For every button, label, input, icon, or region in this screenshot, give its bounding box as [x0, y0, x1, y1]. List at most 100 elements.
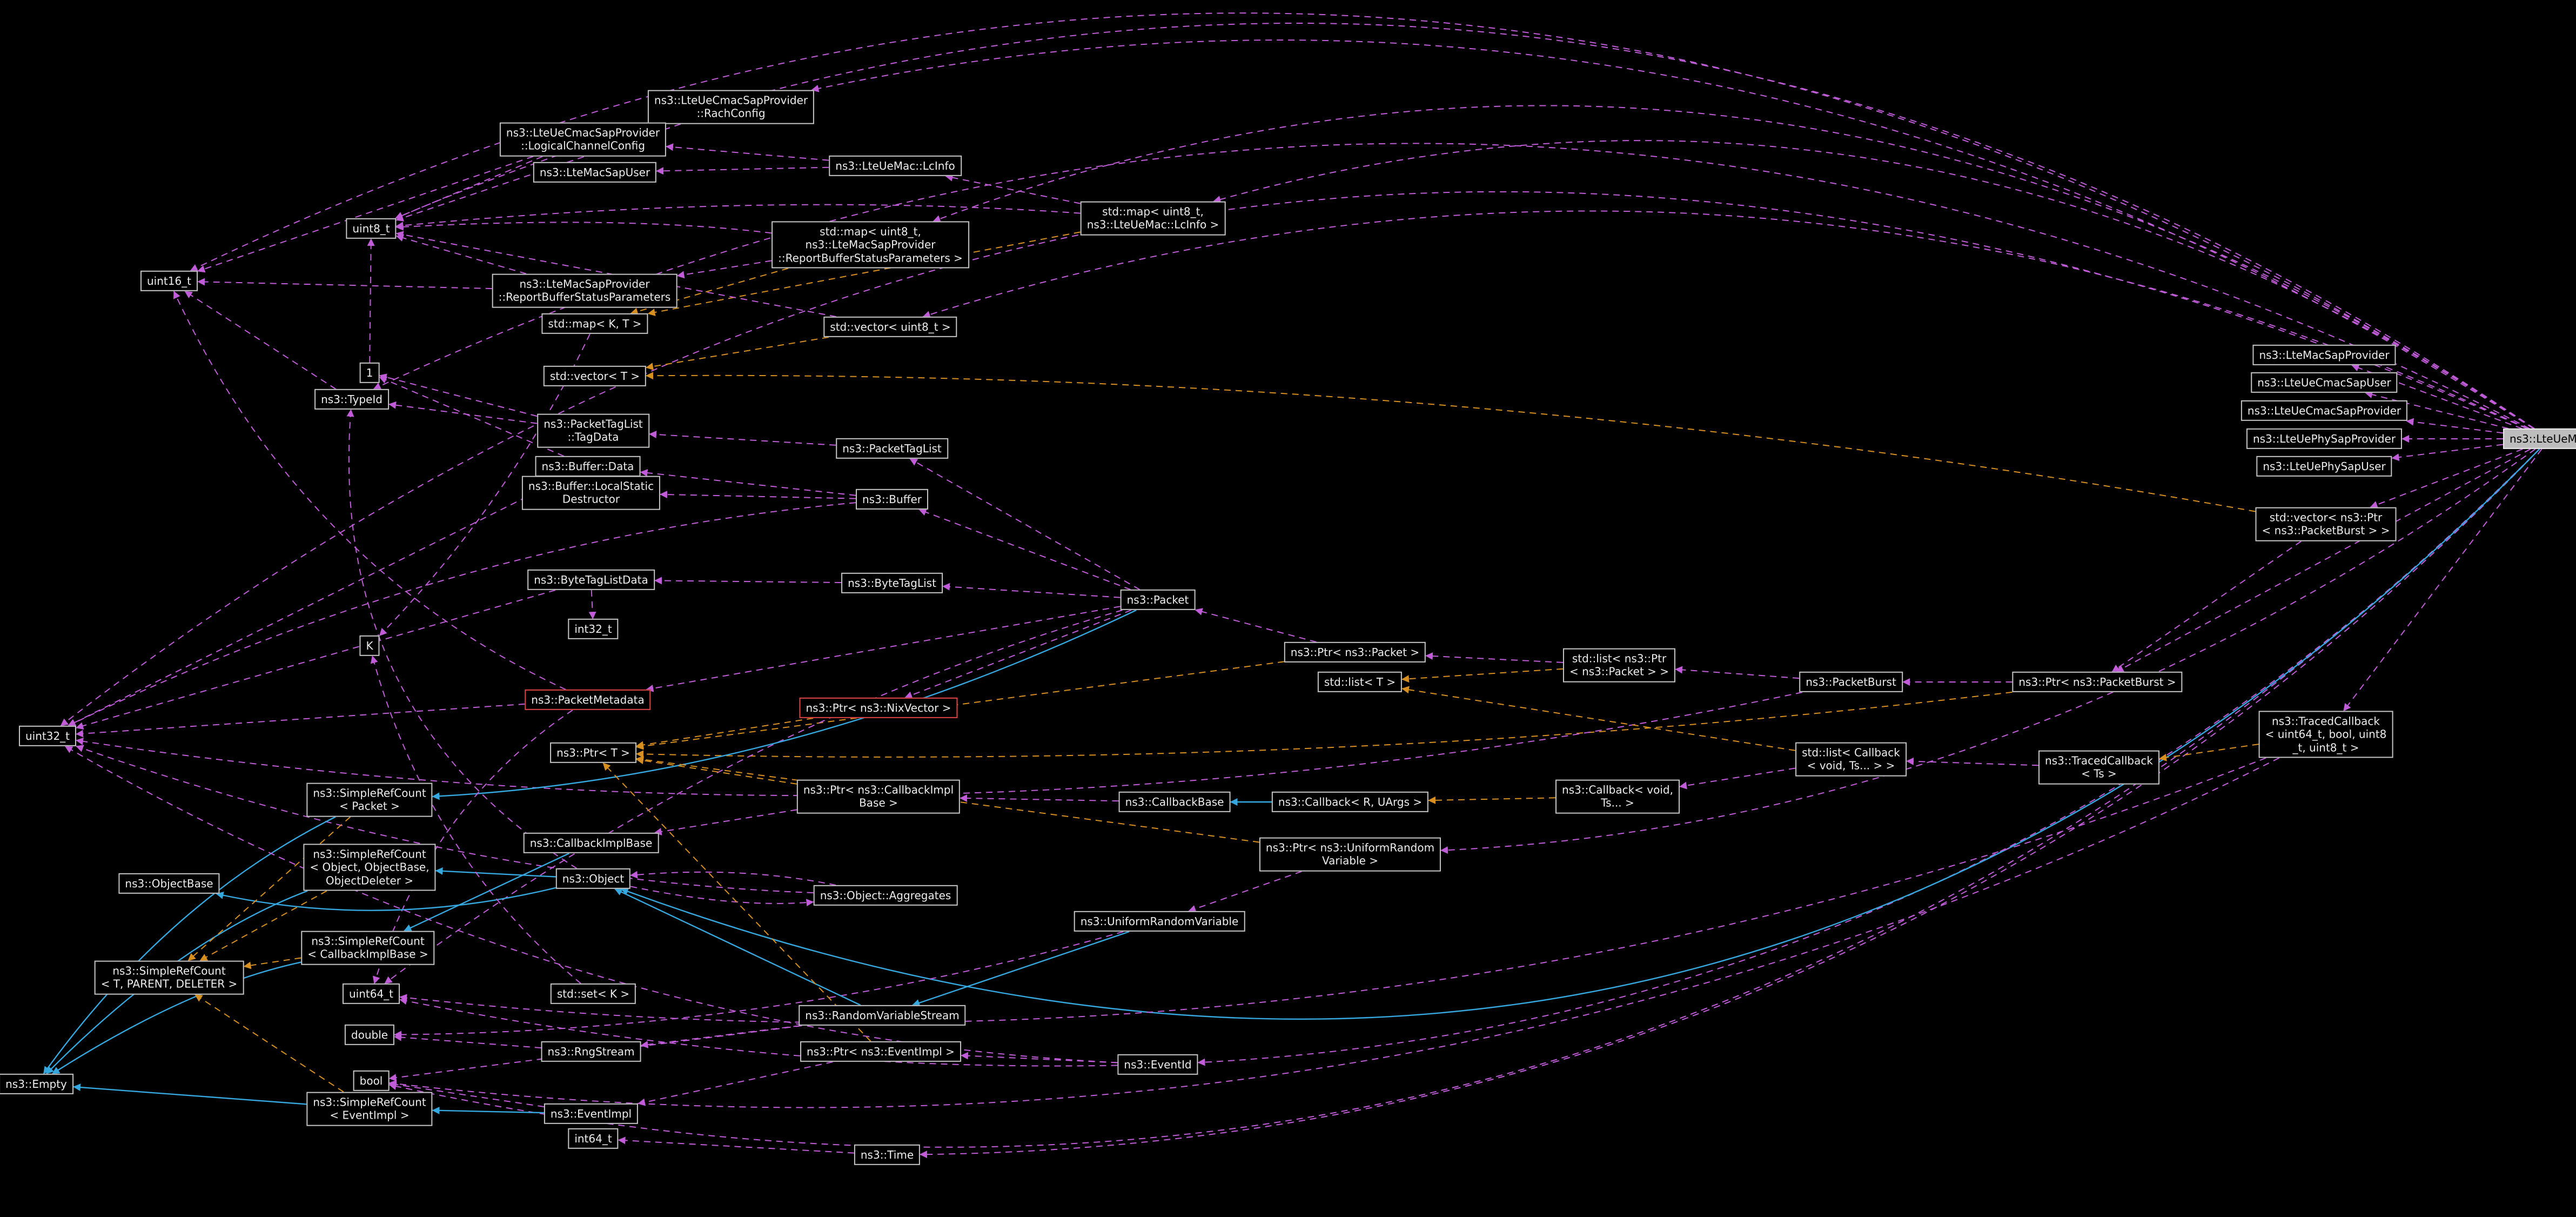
node-ptr-nixvector[interactable]: ns3::Ptr< ns3::NixVector > — [799, 697, 958, 719]
node-tracedcallback-specific[interactable]: ns3::TracedCallback < uint64_t, bool, ui… — [2258, 711, 2393, 758]
node-ptr-packetburst[interactable]: ns3::Ptr< ns3::PacketBurst > — [2012, 671, 2183, 693]
edge-packet-buffer — [918, 509, 1131, 590]
edge-src-packet-empty — [43, 816, 336, 1074]
edge-tracedcallback-ts-list-callback — [1906, 757, 2039, 766]
edge-one-uint8_t — [367, 238, 375, 363]
node-map-rbsp[interactable]: std::map< uint8_t, ns3::LteMacSapProvide… — [772, 221, 969, 269]
edge-map-lcinfo-uint8_t — [395, 204, 1081, 230]
node-lte-mac-sap-user-left[interactable]: ns3::LteMacSapUser — [533, 162, 657, 183]
node-src-eventimpl[interactable]: ns3::SimpleRefCount < EventImpl > — [306, 1092, 433, 1126]
node-callback-r-uargs[interactable]: ns3::Callback< R, UArgs > — [1271, 791, 1429, 813]
edge-eventimpl-src-eventimpl — [432, 1106, 545, 1114]
node-src-tpd[interactable]: ns3::SimpleRefCount < T, PARENT, DELETER… — [94, 960, 244, 995]
edge-buffer-data-one — [379, 376, 564, 457]
node-rngstream[interactable]: ns3::RngStream — [541, 1041, 641, 1062]
node-lte-ue-cmac-sap-provider[interactable]: ns3::LteUeCmacSapProvider — [2240, 400, 2408, 422]
edge-callbackbase-ptr-callbackimplbase — [960, 794, 1119, 803]
node-ptr-callbackimplbase[interactable]: ns3::Ptr< ns3::CallbackImpl Base > — [796, 779, 961, 814]
node-object[interactable]: ns3::Object — [555, 868, 631, 890]
edge-object-src-object — [435, 867, 556, 878]
node-uint32_t[interactable]: uint32_t — [18, 725, 77, 747]
node-time[interactable]: ns3::Time — [854, 1144, 921, 1166]
node-src-packet[interactable]: ns3::SimpleRefCount < Packet > — [306, 783, 433, 817]
node-urv[interactable]: ns3::UniformRandomVariable — [1074, 911, 1245, 932]
edge-lcinfo-lte-mac-sap-user-left — [656, 166, 829, 175]
edge-packetmetadata-uint32_t — [76, 703, 525, 738]
edge-urv-double — [394, 931, 1124, 1039]
node-list-ptr-packet[interactable]: std::list< ns3::Ptr < ns3::Packet > > — [1562, 648, 1676, 683]
node-rbsp[interactable]: ns3::LteMacSapProvider ::ReportBufferSta… — [492, 273, 677, 308]
node-tagdata[interactable]: ns3::PacketTagList ::TagData — [537, 413, 649, 448]
node-rvs[interactable]: ns3::RandomVariableStream — [799, 1005, 966, 1026]
node-objectbase[interactable]: ns3::ObjectBase — [118, 873, 220, 894]
node-one[interactable]: 1 — [359, 362, 380, 384]
node-uint16_t[interactable]: uint16_t — [140, 270, 198, 292]
node-ptr-t[interactable]: ns3::Ptr< T > — [550, 742, 636, 764]
edge-ptr-packet-ptr-t — [636, 661, 1285, 750]
node-uint8_t[interactable]: uint8_t — [346, 218, 397, 239]
edge-lte-ue-mac-ptr-packetburst — [2116, 449, 2531, 672]
edge-lte-ue-mac-tracedcallback-specific — [2343, 449, 2543, 712]
node-bytetaglist[interactable]: ns3::ByteTagList — [841, 572, 943, 594]
node-src-cib[interactable]: ns3::SimpleRefCount < CallbackImplBase > — [301, 931, 435, 965]
node-callbackimplbase[interactable]: ns3::CallbackImplBase — [523, 832, 659, 854]
node-list-callback[interactable]: std::list< Callback < void, Ts... > > — [1795, 742, 1907, 777]
edge-object-aggregates — [630, 886, 814, 907]
node-map-lcinfo[interactable]: std::map< uint8_t, ns3::LteUeMac::LcInfo… — [1080, 201, 1226, 236]
node-vector-pb[interactable]: std::vector< ns3::Ptr < ns3::PacketBurst… — [2255, 507, 2397, 541]
node-vector-t[interactable]: std::vector< T > — [543, 365, 647, 387]
node-lte-ue-cmac-sap-user[interactable]: ns3::LteUeCmacSapUser — [2251, 372, 2398, 393]
node-aggregates[interactable]: ns3::Object::Aggregates — [813, 885, 958, 906]
node-packet-tag-list[interactable]: ns3::PacketTagList — [836, 438, 948, 459]
node-eventid[interactable]: ns3::EventId — [1117, 1054, 1198, 1075]
node-logical-channel-config[interactable]: ns3::LteUeCmacSapProvider ::LogicalChann… — [499, 122, 667, 157]
node-packetmetadata[interactable]: ns3::PacketMetadata — [525, 689, 651, 711]
edge-map-rbsp-rbsp — [676, 260, 772, 279]
edge-lte-ue-mac-typeid — [373, 143, 2530, 429]
edge-lte-ue-mac-uint16_t — [190, 12, 2534, 429]
node-packetburst[interactable]: ns3::PacketBurst — [1799, 671, 1903, 693]
node-list-t[interactable]: std::list< T > — [1317, 671, 1403, 693]
node-typeid[interactable]: ns3::TypeId — [314, 389, 389, 410]
node-bool[interactable]: bool — [353, 1070, 390, 1092]
edge-packet-uint64_t — [384, 610, 1123, 984]
edge-lte-ue-mac-object — [620, 449, 2540, 1020]
node-int32_t[interactable]: int32_t — [568, 618, 619, 640]
edge-src-eventimpl-src-tpd — [194, 994, 344, 1093]
node-int64_t[interactable]: int64_t — [568, 1128, 619, 1149]
node-ptr-packet[interactable]: ns3::Ptr< ns3::Packet > — [1284, 641, 1426, 663]
node-buffer-data[interactable]: ns3::Buffer::Data — [535, 456, 641, 477]
edge-lte-ue-mac-uint8_t — [394, 22, 2535, 429]
node-src-object[interactable]: ns3::SimpleRefCount < Object, ObjectBase… — [303, 844, 436, 891]
node-eventimpl[interactable]: ns3::EventImpl — [544, 1103, 639, 1125]
node-ptr-urv[interactable]: ns3::Ptr< ns3::UniformRandom Variable > — [1259, 837, 1441, 872]
edge-typeid-uint16_t — [184, 291, 337, 390]
node-vector-uint8[interactable]: std::vector< uint8_t > — [823, 316, 957, 338]
node-lte-ue-phy-sap-provider[interactable]: ns3::LteUePhySapProvider — [2246, 428, 2403, 450]
edge-eventid-ptr-eventimpl — [961, 1052, 1118, 1064]
edge-eventid-uint64_t — [399, 997, 1118, 1067]
edge-time-int64_t — [618, 1136, 855, 1154]
node-lcinfo[interactable]: ns3::LteUeMac::LcInfo — [829, 155, 962, 177]
node-K[interactable]: K — [359, 635, 380, 657]
node-double[interactable]: double — [344, 1024, 395, 1046]
node-set-k[interactable]: std::set< K > — [550, 983, 636, 1005]
node-lte-ue-phy-sap-user[interactable]: ns3::LteUePhySapUser — [2256, 456, 2392, 477]
edge-list-callback-callback-void-ts — [1679, 767, 1796, 790]
node-bytetaglistdata[interactable]: ns3::ByteTagListData — [527, 569, 655, 591]
node-rach-config[interactable]: ns3::LteUeCmacSapProvider ::RachConfig — [647, 90, 815, 124]
edge-buffer-data-uint32_t — [68, 476, 568, 726]
node-empty[interactable]: ns3::Empty — [0, 1073, 73, 1095]
edge-vector-pb-ptr-packetburst — [2111, 540, 2302, 672]
node-lte-mac-sap-provider[interactable]: ns3::LteMacSapProvider — [2252, 344, 2396, 366]
node-callbackbase[interactable]: ns3::CallbackBase — [1118, 791, 1231, 813]
node-packet[interactable]: ns3::Packet — [1120, 589, 1196, 611]
edge-buffer-local-static-destructor — [660, 491, 856, 499]
node-tracedcallback-ts[interactable]: ns3::TracedCallback < Ts > — [2038, 750, 2159, 785]
node-buffer[interactable]: ns3::Buffer — [856, 489, 928, 510]
node-ptr-eventimpl[interactable]: ns3::Ptr< ns3::EventImpl > — [800, 1041, 961, 1062]
node-uint64_t[interactable]: uint64_t — [342, 983, 400, 1005]
node-callback-void-ts[interactable]: ns3::Callback< void, Ts... > — [1555, 779, 1680, 814]
node-local-static-destructor[interactable]: ns3::Buffer::LocalStatic Destructor — [521, 476, 661, 510]
node-map-kt[interactable]: std::map< K, T > — [541, 313, 648, 335]
